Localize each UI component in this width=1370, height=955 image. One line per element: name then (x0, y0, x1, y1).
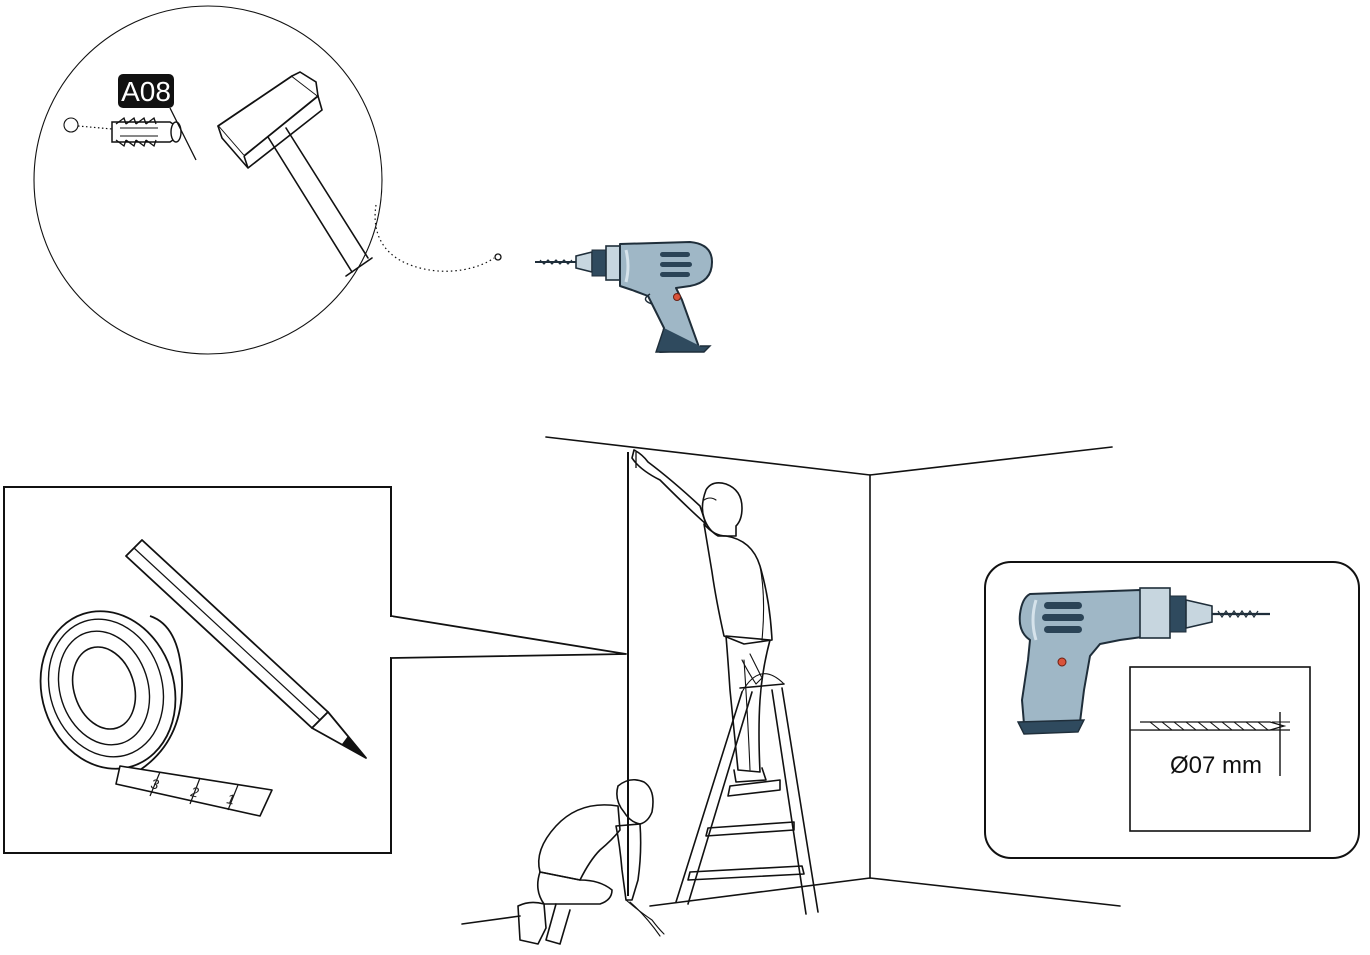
tape-number-1: 1 (225, 790, 236, 807)
pencil-icon (125, 539, 367, 759)
bit-inset-frame (1129, 666, 1311, 832)
person-on-ladder (631, 449, 773, 783)
floor-edge-mid (649, 877, 871, 907)
stepladder (675, 673, 819, 915)
drill-icon-right (1016, 587, 1270, 735)
detail-circle (33, 5, 383, 355)
leader-endpoint (494, 253, 502, 261)
hammer-icon (217, 71, 373, 277)
tape-number-3: 3 (149, 775, 160, 792)
callout-pointer (390, 615, 627, 659)
wall-plug-icon (111, 116, 182, 148)
tools-callout-box: 3 2 1 (3, 486, 627, 854)
part-label-badge: A08 (118, 74, 197, 161)
drill-spec-box: Ø07 mm (984, 561, 1360, 859)
room-scene (461, 436, 1121, 945)
part-label-text: A08 (121, 76, 171, 107)
drill-bit-diameter-label: Ø07 mm (1170, 752, 1262, 779)
floor-edge-right (869, 877, 1121, 907)
tape-number-2: 2 (188, 783, 200, 801)
ceiling-edge-left (545, 436, 871, 476)
drill-bit-detail: Ø07 mm (1129, 666, 1311, 832)
trigger-button-right (1057, 657, 1067, 667)
floor-edge-left (461, 915, 521, 925)
insertion-dotted-line (77, 125, 113, 130)
measuring-tape-icon: 3 2 1 (39, 610, 273, 817)
leader-dotted-line (374, 204, 495, 272)
drill-icon-top (535, 241, 713, 353)
ceiling-edge-right (869, 446, 1113, 476)
wall-hole (63, 117, 79, 133)
trigger-button-top (673, 293, 681, 301)
anchor-detail-callout: A08 (33, 5, 502, 355)
person-kneeling (517, 778, 665, 945)
